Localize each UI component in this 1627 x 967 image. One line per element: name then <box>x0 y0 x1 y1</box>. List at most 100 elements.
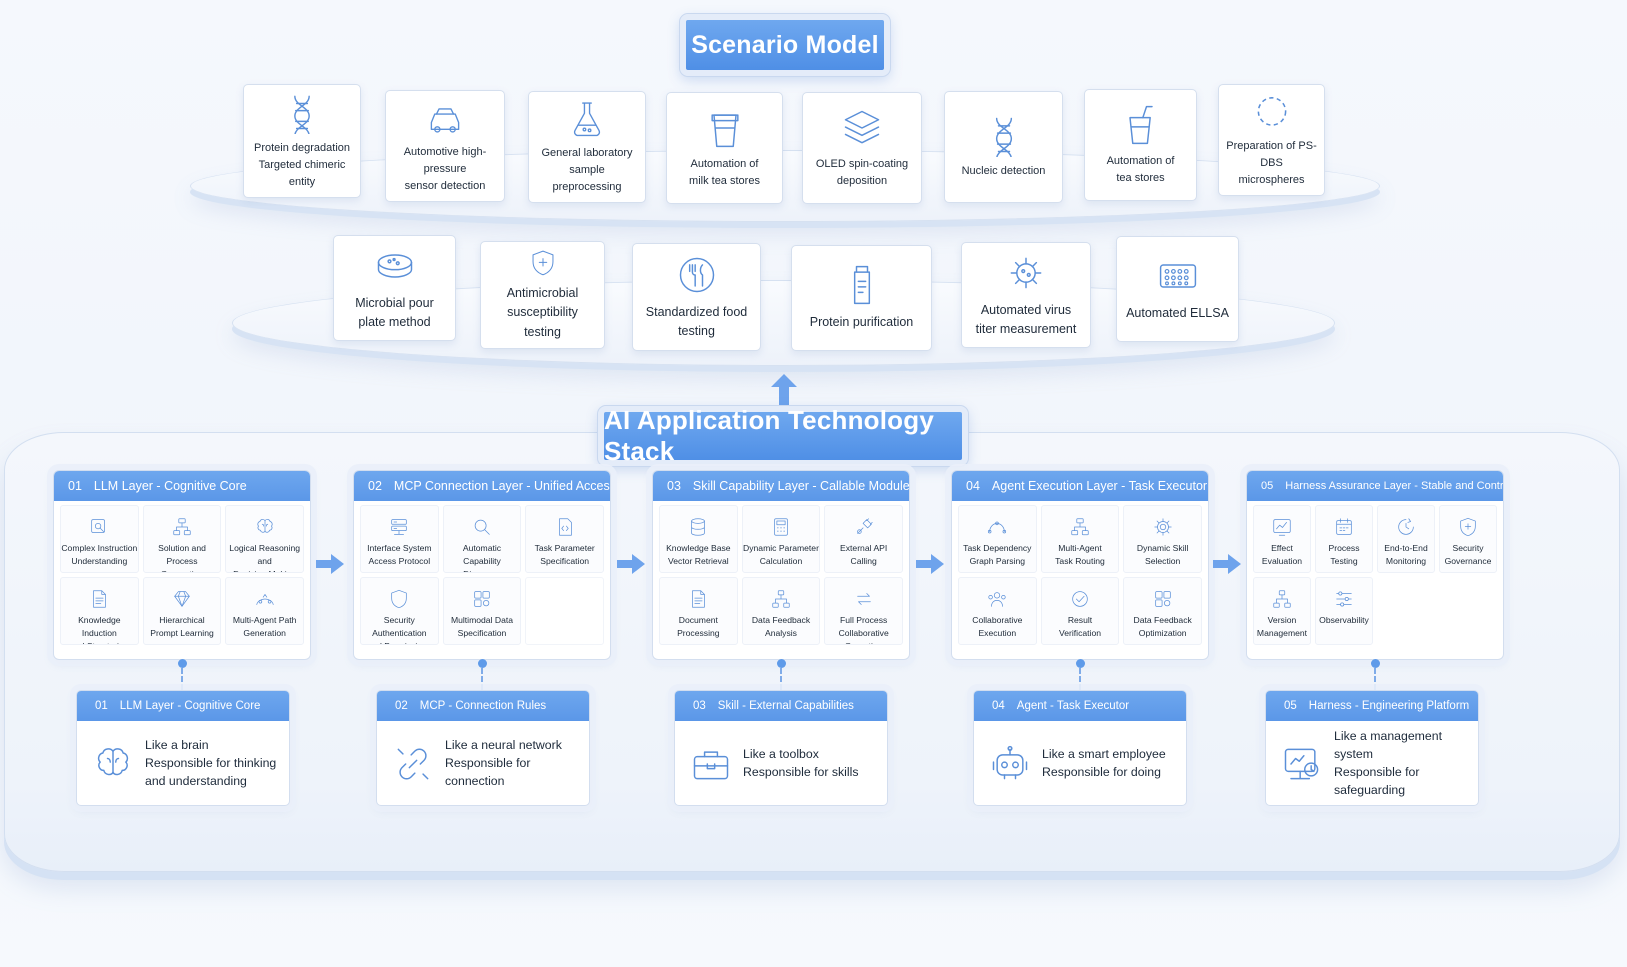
capability-item[interactable]: End-to-End Monitoring <box>1377 505 1435 573</box>
capability-item[interactable]: Solution and Process Generation <box>142 505 222 573</box>
scenario-card[interactable]: Microbial pour plate method <box>333 235 456 341</box>
capability-item[interactable]: Effect Evaluation <box>1253 505 1311 573</box>
scenario-card[interactable]: Automotive high-pressure sensor detectio… <box>385 90 505 202</box>
scenario-card[interactable]: Protein purification <box>791 245 932 351</box>
analogy-title: Agent - Task Executor <box>1016 700 1130 712</box>
analogy-number: 04 <box>992 700 1005 712</box>
scenario-card[interactable]: Automation of milk tea stores <box>666 92 783 204</box>
scenario-label: OLED spin-coating deposition <box>815 157 909 187</box>
connector-line <box>481 668 483 690</box>
capability-label: End-to-End Monitoring <box>1384 543 1428 566</box>
document-icon <box>692 590 706 608</box>
scenario-card[interactable]: Standardized food testing <box>632 243 761 351</box>
scenario-card[interactable]: Antimicrobial susceptibility testing <box>480 241 605 349</box>
capability-label: Data Feedback Optimization <box>1133 615 1192 638</box>
capability-label: Effect Evaluation <box>1261 543 1303 566</box>
capability-item[interactable]: Document Processing <box>659 577 738 645</box>
scenario-card[interactable]: Automation of tea stores <box>1084 89 1197 201</box>
capability-item[interactable]: Interface System Access Protocol <box>360 505 439 573</box>
fork-knife-icon <box>679 257 714 292</box>
analogy-header: 01 LLM Layer - Cognitive Core <box>77 691 289 721</box>
analogy-title: LLM Layer - Cognitive Core <box>119 700 261 712</box>
toolbox-icon <box>693 751 729 780</box>
capability-item[interactable]: Version Management <box>1253 577 1311 645</box>
analogy-body: Like a brain Responsible for thinking an… <box>77 721 289 807</box>
shield-plus-icon <box>1460 517 1476 537</box>
plug-icon <box>856 518 873 534</box>
server-icon <box>391 519 408 535</box>
capability-item[interactable]: Logical Reasoning and Decision Making <box>225 505 304 573</box>
scenario-label: Automotive high-pressure sensor detectio… <box>403 145 487 192</box>
capability-item[interactable]: Dynamic Parameter Calculation <box>741 505 821 573</box>
capability-item[interactable]: Multi-Agent Path Generation <box>225 577 304 645</box>
capability-item[interactable]: Dynamic Skill Selection <box>1123 505 1202 573</box>
layer-number: 05 <box>1261 480 1274 492</box>
analogy-body: Like a neural network Responsible for co… <box>377 721 589 807</box>
capability-item[interactable]: Full Process Collaborative Operation <box>824 577 903 645</box>
connector-dot <box>777 659 786 668</box>
chart-icon <box>1273 519 1291 536</box>
scenario-label: Standardized food testing <box>645 304 748 338</box>
search-doc-icon <box>91 519 106 533</box>
capability-item[interactable]: Automatic Capability Discovery <box>442 505 522 573</box>
analogy-title: Harness - Engineering Platform <box>1308 700 1470 712</box>
capability-item[interactable]: Task Parameter Specification <box>525 505 604 573</box>
car-icon <box>430 108 460 133</box>
capability-item[interactable]: Task Dependency Graph Parsing <box>958 505 1037 573</box>
capability-label: Data Feedback Analysis <box>751 615 811 638</box>
analogy-text: Like a neural network Responsible for co… <box>445 738 562 788</box>
capability-item[interactable]: Collaborative Execution <box>958 577 1037 645</box>
robot-icon <box>992 745 1028 780</box>
scenario-title: Scenario Model <box>679 13 891 77</box>
scenario-card[interactable]: Automated ELLSA <box>1116 236 1239 342</box>
capability-item[interactable]: Knowledge Base Vector Retrieval <box>659 505 738 573</box>
document-icon <box>93 590 107 608</box>
capability-item[interactable]: Multimodal Data Specification <box>442 577 522 645</box>
hierarchy-icon <box>1273 590 1291 608</box>
scenario-card[interactable]: Nucleic detection <box>944 91 1063 203</box>
capability-item[interactable]: Security Authentication and Permissions <box>360 577 439 645</box>
capability-item[interactable]: Observability <box>1315 577 1373 645</box>
capability-label: Knowledge Induction and Structuring <box>70 615 128 644</box>
analogy-body: Like a toolbox Responsible for skills <box>675 721 887 807</box>
scenario-card[interactable]: Automated virus titer measurement <box>961 242 1091 348</box>
scenario-card[interactable]: OLED spin-coating deposition <box>802 92 922 204</box>
up-arrow-icon <box>771 374 797 406</box>
capability-item[interactable]: Result Verification <box>1040 577 1120 645</box>
capability-item[interactable]: Multi-Agent Task Routing <box>1040 505 1120 573</box>
capability-item[interactable]: External API Calling <box>824 505 903 573</box>
bottle-icon <box>853 266 870 305</box>
scenario-card[interactable]: Protein degradation Targeted chimeric en… <box>243 84 361 198</box>
scenario-label: Preparation of PS-DBS microspheres <box>1226 139 1317 186</box>
analogy-text: Like a brain Responsible for thinking an… <box>145 738 277 788</box>
capability-label: Solution and Process Generation <box>158 543 206 572</box>
connector-dot <box>178 659 187 668</box>
analogy-header: 04 Agent - Task Executor <box>974 691 1186 721</box>
capability-label: Collaborative Execution <box>972 615 1023 638</box>
capability-item[interactable]: Complex Instruction Understanding <box>60 505 139 573</box>
capability-item[interactable]: Knowledge Induction and Structuring <box>60 577 139 645</box>
analogy-text: Like a smart employee Responsible for do… <box>1042 747 1166 779</box>
capability-item[interactable]: Data Feedback Analysis <box>741 577 821 645</box>
stack-title-text: AI Application Technology Stack <box>604 405 934 466</box>
capability-item[interactable]: Process Testing <box>1315 505 1373 573</box>
capability-item[interactable]: Hierarchical Prompt Learning <box>142 577 222 645</box>
capability-item[interactable]: Security Governance <box>1439 505 1497 573</box>
analogy-number: 05 <box>1284 700 1297 712</box>
scenario-card[interactable]: General laboratory sample preprocessing <box>528 91 646 203</box>
capability-label: Dynamic Parameter Calculation <box>743 543 819 566</box>
shield-icon <box>391 589 408 609</box>
scenario-card[interactable]: Preparation of PS-DBS microspheres <box>1218 84 1325 196</box>
capability-item[interactable]: Data Feedback Optimization <box>1123 577 1202 645</box>
link-icon <box>397 748 429 780</box>
analogy-card-03: 03 Skill - External Capabilities Like a … <box>668 684 894 812</box>
dashboard-icon <box>1284 748 1319 780</box>
capability-label: Complex Instruction Understanding <box>61 543 138 566</box>
